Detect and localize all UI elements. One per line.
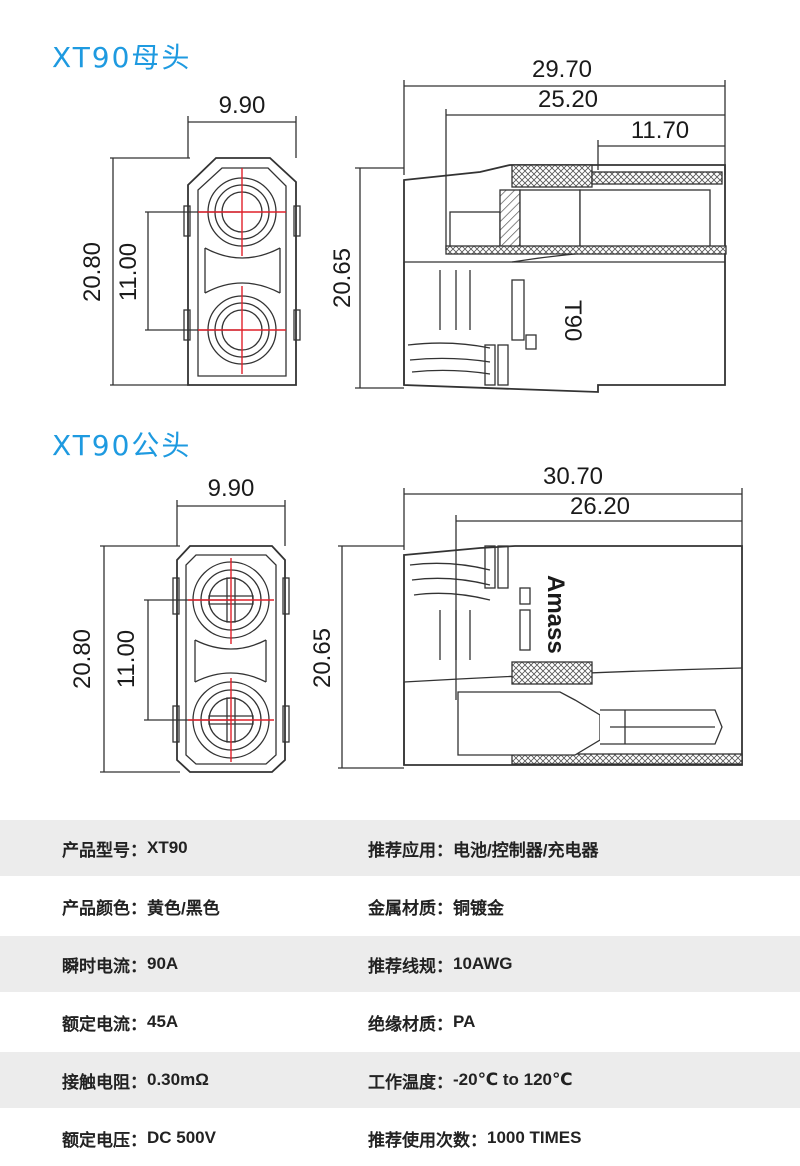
spec-label: 产品颜色： xyxy=(62,898,147,918)
male-front-height-label: 20.80 xyxy=(69,629,96,689)
female-pin-spacing-label: 11.00 xyxy=(115,243,142,301)
female-side-marking: T90 xyxy=(559,300,586,341)
spec-row: 额定电流：45A 绝缘材质：PA xyxy=(0,994,800,1050)
spec-label: 金属材质： xyxy=(368,898,453,918)
spec-value: 电池/控制器/充电器 xyxy=(453,840,599,860)
spec-cell-temperature: 工作温度：-20℃ to 120℃ xyxy=(368,1068,573,1093)
spec-row: 产品型号：XT90 推荐应用：电池/控制器/充电器 xyxy=(0,820,800,876)
spec-value: 0.30mΩ xyxy=(147,1070,209,1089)
spec-label: 接触电阻： xyxy=(62,1072,147,1092)
spec-row: 接触电阻：0.30mΩ 工作温度：-20℃ to 120℃ xyxy=(0,1052,800,1108)
spec-label: 工作温度： xyxy=(368,1072,453,1092)
spec-cell-mating-cycles: 推荐使用次数：1000 TIMES xyxy=(368,1126,582,1151)
spec-label: 瞬时电流： xyxy=(62,956,147,976)
spec-label: 额定电压： xyxy=(62,1130,147,1150)
male-section-title: XT90公头 xyxy=(52,429,192,462)
spec-cell-model: 产品型号：XT90 xyxy=(62,836,188,861)
spec-value: 1000 TIMES xyxy=(487,1128,582,1147)
spec-row: 瞬时电流：90A 推荐线规：10AWG xyxy=(0,936,800,992)
spec-value: 黄色/黑色 xyxy=(147,898,220,918)
spec-value: DC 500V xyxy=(147,1128,216,1147)
spec-value: 45A xyxy=(147,1012,179,1031)
spec-cell-insulation: 绝缘材质：PA xyxy=(368,1010,475,1035)
female-section-title: XT90母头 xyxy=(52,41,192,74)
spec-cell-application: 推荐应用：电池/控制器/充电器 xyxy=(368,836,598,861)
spec-value: PA xyxy=(453,1012,476,1031)
female-side-length-pin-label: 11.70 xyxy=(631,117,689,144)
male-front-width-label: 9.90 xyxy=(208,475,255,502)
female-front-width-label: 9.90 xyxy=(219,92,266,119)
male-side-length-total-label: 30.70 xyxy=(543,463,603,490)
spec-label: 推荐应用： xyxy=(368,840,453,860)
spec-value: 10AWG xyxy=(453,954,513,973)
female-connector-drawing: T90 9.90 20.80 11.00 29.70 25.20 11.70 2… xyxy=(79,56,727,393)
spec-value: XT90 xyxy=(147,838,188,857)
spec-value: 铜镀金 xyxy=(453,898,504,918)
spec-cell-color: 产品颜色：黄色/黑色 xyxy=(62,894,220,919)
female-side-height-label: 20.65 xyxy=(329,248,356,308)
spec-cell-contact-resistance: 接触电阻：0.30mΩ xyxy=(62,1068,209,1093)
spec-label: 推荐使用次数： xyxy=(368,1130,487,1150)
male-side-length-body-label: 26.20 xyxy=(570,493,630,520)
spec-cell-peak-current: 瞬时电流：90A xyxy=(62,952,178,977)
spec-cell-rated-voltage: 额定电压：DC 500V xyxy=(62,1126,216,1151)
female-front-height-label: 20.80 xyxy=(79,242,106,302)
male-side-marking: Amass xyxy=(542,575,569,654)
female-side-length-total-label: 29.70 xyxy=(532,56,592,83)
spec-label: 产品型号： xyxy=(62,840,147,860)
male-connector-drawing: Amass 9.90 20.80 11.00 30.70 26.20 20.65 xyxy=(69,463,743,773)
spec-row: 产品颜色：黄色/黑色 金属材质：铜镀金 xyxy=(0,878,800,934)
spec-table: 产品型号：XT90 推荐应用：电池/控制器/充电器 产品颜色：黄色/黑色 金属材… xyxy=(0,820,800,1166)
spec-cell-metal: 金属材质：铜镀金 xyxy=(368,894,504,919)
spec-cell-rated-current: 额定电流：45A xyxy=(62,1010,178,1035)
spec-label: 推荐线规： xyxy=(368,956,453,976)
spec-row: 额定电压：DC 500V 推荐使用次数：1000 TIMES xyxy=(0,1110,800,1166)
male-side-height-label: 20.65 xyxy=(309,628,336,688)
male-pin-spacing-label: 11.00 xyxy=(113,630,140,688)
spec-cell-wire-gauge: 推荐线规：10AWG xyxy=(368,952,513,977)
spec-value: -20℃ to 120℃ xyxy=(453,1070,573,1089)
spec-label: 额定电流： xyxy=(62,1014,147,1034)
female-side-length-body-label: 25.20 xyxy=(538,86,598,113)
spec-label: 绝缘材质： xyxy=(368,1014,453,1034)
spec-value: 90A xyxy=(147,954,179,973)
